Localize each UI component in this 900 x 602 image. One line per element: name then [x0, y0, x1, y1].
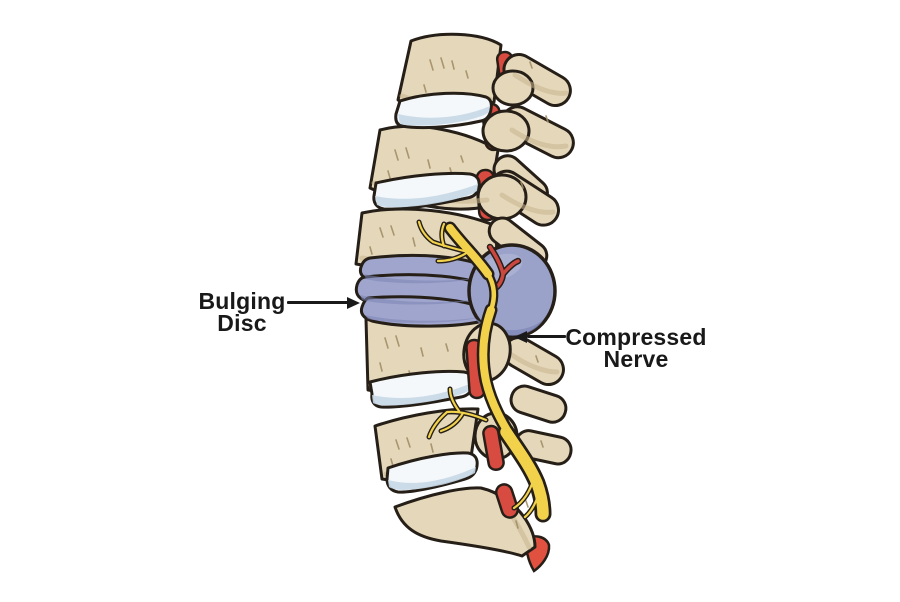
disc-ring	[359, 295, 493, 328]
spinous-process	[509, 384, 568, 424]
disc-shading	[372, 106, 490, 490]
bulging-disc-label: Bulging Disc	[198, 288, 286, 336]
disc	[385, 451, 479, 494]
bulging-disc-arrow	[287, 301, 349, 304]
spinal-nerve-graphic	[416, 219, 552, 523]
bulging-disc-arrow-head	[347, 297, 360, 309]
compressed-nerve-arrow	[527, 335, 566, 338]
facet-joint	[481, 109, 531, 153]
compressed-nerve-label: Compressed Nerve	[565, 324, 707, 372]
compressed-nerve-arrow-head	[514, 331, 527, 343]
